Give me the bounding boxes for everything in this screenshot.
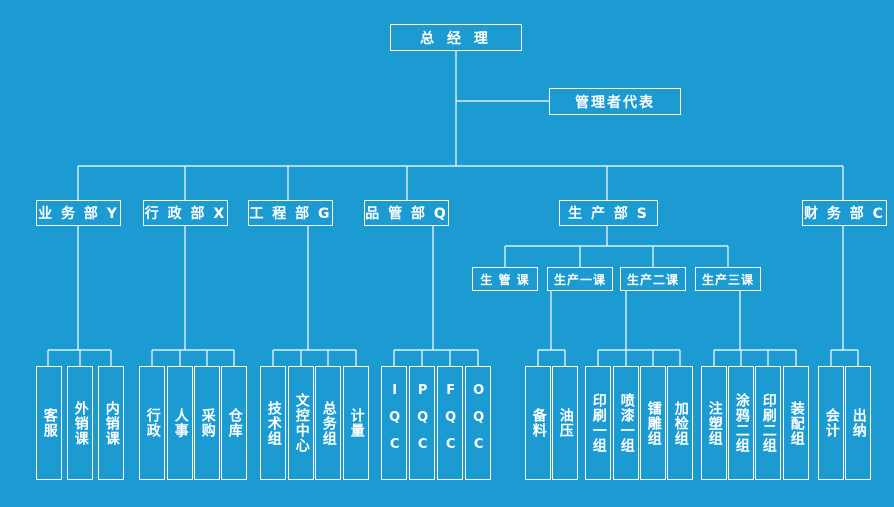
section-production-2[interactable]: 生产二课 [620,267,686,291]
unit-printing-2[interactable]: 印刷二组 [755,366,781,480]
unit-administration[interactable]: 行政 [139,366,165,480]
dept-sales[interactable]: 业 务 部 Y [36,200,121,226]
unit-accounting[interactable]: 会计 [818,366,844,480]
unit-purchasing[interactable]: 采购 [194,366,220,480]
unit-iqc[interactable]: IQC [381,366,407,480]
management-representative-box[interactable]: 管理者代表 [549,88,681,115]
unit-document-control[interactable]: 文控中心 [288,366,314,480]
general-manager-box[interactable]: 总 经 理 [390,24,522,51]
section-production-control[interactable]: 生 管 课 [472,267,538,291]
section-production-1[interactable]: 生产一课 [547,267,613,291]
unit-personnel[interactable]: 人事 [167,366,193,480]
unit-oqc[interactable]: OQC [465,366,491,480]
unit-export-sales[interactable]: 外销课 [67,366,93,480]
unit-printing-1[interactable]: 印刷一组 [585,366,611,480]
dept-engineering[interactable]: 工 程 部 G [248,200,333,226]
dept-finance[interactable]: 财 务 部 C [802,200,887,226]
unit-metrology[interactable]: 计量 [343,366,369,480]
unit-injection-molding[interactable]: 注塑组 [701,366,727,480]
dept-production[interactable]: 生 产 部 S [559,200,658,226]
unit-hydraulic[interactable]: 油压 [552,366,578,480]
section-production-3[interactable]: 生产三课 [695,267,761,291]
unit-coating-2[interactable]: 涂鸦二组 [728,366,754,480]
unit-pqc[interactable]: PQC [409,366,435,480]
unit-laser-engraving[interactable]: 镭雕组 [640,366,666,480]
unit-material-prep[interactable]: 备料 [525,366,551,480]
dept-quality[interactable]: 品 管 部 Q [364,200,449,226]
dept-admin[interactable]: 行 政 部 X [143,200,228,226]
unit-cashier[interactable]: 出纳 [845,366,871,480]
unit-warehouse[interactable]: 仓库 [221,366,247,480]
unit-inspection[interactable]: 加检组 [667,366,693,480]
unit-domestic-sales[interactable]: 内销课 [98,366,124,480]
unit-spray-paint-1[interactable]: 喷漆一组 [613,366,639,480]
unit-general-affairs[interactable]: 总务组 [315,366,341,480]
unit-fqc[interactable]: FQC [437,366,463,480]
unit-assembly[interactable]: 装配组 [783,366,809,480]
unit-customer-service[interactable]: 客服 [36,366,62,480]
unit-technical[interactable]: 技术组 [260,366,286,480]
